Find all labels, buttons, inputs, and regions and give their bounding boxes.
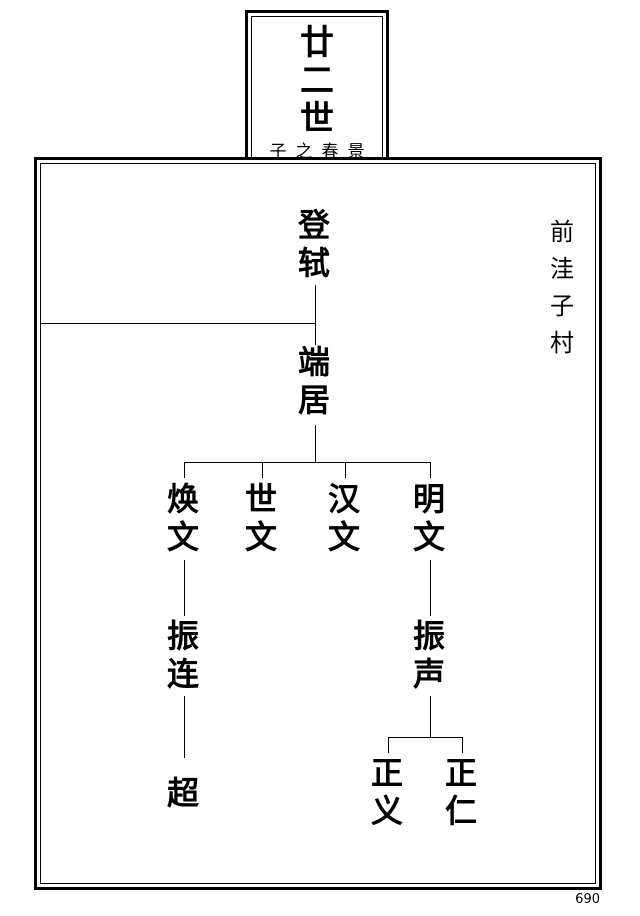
connector-line <box>184 696 185 758</box>
village-name: 前 洼 子 村 <box>546 214 578 362</box>
person-zhengren: 正仁 <box>444 754 477 830</box>
connector-line <box>315 285 316 345</box>
connector-line <box>388 737 389 753</box>
person-zhensheng: 振声 <box>412 617 445 693</box>
connector-line <box>40 323 316 324</box>
generation-char: 廿 <box>300 23 334 63</box>
generation-char: 世 <box>300 99 334 139</box>
person-mingwen: 明文 <box>412 480 445 556</box>
person-chao: 超 <box>166 774 199 812</box>
connector-line <box>430 696 431 737</box>
connector-line <box>430 560 431 616</box>
village-char: 洼 <box>550 255 574 283</box>
connector-line <box>462 737 463 753</box>
person-dengshi: 登轼 <box>297 206 330 282</box>
village-char: 子 <box>550 292 574 320</box>
person-hanwen: 汉文 <box>327 480 360 556</box>
page-number: 690 <box>575 892 600 907</box>
connector-line <box>184 462 185 478</box>
connector-line <box>315 425 316 462</box>
village-char: 前 <box>550 218 574 246</box>
person-shiwen: 世文 <box>244 480 277 556</box>
village-char: 村 <box>550 329 574 357</box>
person-huanwen: 焕文 <box>166 480 199 556</box>
generation-char: 二 <box>300 61 334 101</box>
person-duanju: 端居 <box>297 343 330 419</box>
person-zhengyi: 正义 <box>370 754 403 830</box>
connector-line <box>184 462 431 463</box>
connector-line <box>430 462 431 478</box>
tree-frame <box>34 157 602 890</box>
connector-line <box>184 560 185 616</box>
person-zhenlian: 振连 <box>166 617 199 693</box>
connector-line <box>388 737 463 738</box>
connector-line <box>345 462 346 478</box>
connector-line <box>262 462 263 478</box>
generation-box: 廿 二 世 子之春景 <box>245 10 389 162</box>
